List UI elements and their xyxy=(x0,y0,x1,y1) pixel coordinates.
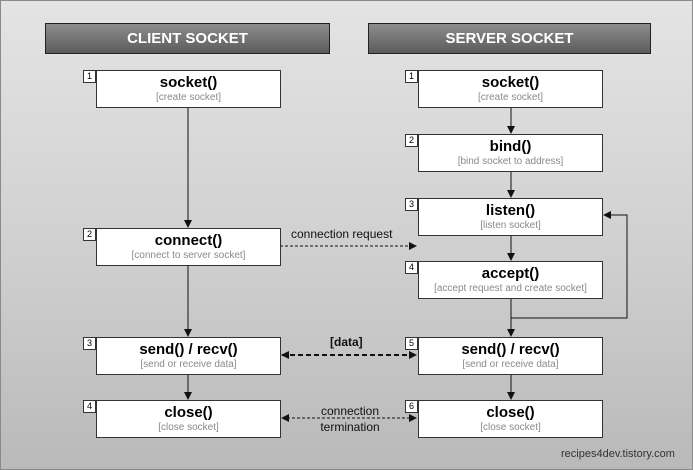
client-connect-subtitle: [connect to server socket] xyxy=(131,250,246,261)
server-bind-box: bind() [bind socket to address] xyxy=(418,134,603,172)
server-close-subtitle: [close socket] xyxy=(480,422,541,433)
server-close-title: close() xyxy=(486,404,535,421)
server-bind-subtitle: [bind socket to address] xyxy=(457,156,564,167)
termination-label: connection termination xyxy=(306,403,394,435)
client-step-number: 3 xyxy=(83,337,96,350)
server-socket-subtitle: [create socket] xyxy=(477,92,544,103)
server-accept-subtitle: [accept request and create socket] xyxy=(434,283,587,294)
client-close-box: close() [close socket] xyxy=(96,400,281,438)
client-step-number: 4 xyxy=(83,400,96,413)
server-accept-title: accept() xyxy=(481,265,540,282)
client-socket-box: socket() [create socket] xyxy=(96,70,281,108)
server-step-number: 2 xyxy=(405,134,418,147)
server-step-number: 6 xyxy=(405,400,418,413)
client-socket-subtitle: [create socket] xyxy=(155,92,222,103)
server-step-number: 1 xyxy=(405,70,418,83)
server-send-recv-subtitle: [send or receive data] xyxy=(462,359,559,370)
client-send-recv-box: send() / recv() [send or receive data] xyxy=(96,337,281,375)
client-close-title: close() xyxy=(164,404,213,421)
client-socket-title: socket() xyxy=(159,74,218,91)
data-label: [data] xyxy=(330,335,363,349)
server-send-recv-box: send() / recv() [send or receive data] xyxy=(418,337,603,375)
server-send-recv-title: send() / recv() xyxy=(461,341,560,358)
termination-label-line2: termination xyxy=(320,420,380,434)
server-close-box: close() [close socket] xyxy=(418,400,603,438)
client-step-number: 2 xyxy=(83,228,96,241)
server-listen-title: listen() xyxy=(485,202,536,219)
connection-request-label: connection request xyxy=(291,227,393,241)
client-close-subtitle: [close socket] xyxy=(158,422,219,433)
server-loop-back-to-listen xyxy=(511,211,628,319)
server-bind-title: bind() xyxy=(489,138,532,155)
server-step-number: 3 xyxy=(405,198,418,211)
client-connect-title: connect() xyxy=(154,232,223,249)
server-listen-subtitle: [listen socket] xyxy=(480,220,541,231)
watermark: recipes4dev.tistory.com xyxy=(561,448,675,460)
client-send-recv-title: send() / recv() xyxy=(139,341,238,358)
client-send-recv-subtitle: [send or receive data] xyxy=(140,359,237,370)
server-socket-title: socket() xyxy=(481,74,540,91)
server-socket-header: SERVER SOCKET xyxy=(368,23,651,54)
termination-label-line1: connection xyxy=(320,404,380,418)
client-socket-header: CLIENT SOCKET xyxy=(45,23,330,54)
server-socket-box: socket() [create socket] xyxy=(418,70,603,108)
client-step-number: 1 xyxy=(83,70,96,83)
server-step-number: 4 xyxy=(405,261,418,274)
server-step-number: 5 xyxy=(405,337,418,350)
server-accept-box: accept() [accept request and create sock… xyxy=(418,261,603,299)
server-listen-box: listen() [listen socket] xyxy=(418,198,603,236)
client-connect-box: connect() [connect to server socket] xyxy=(96,228,281,266)
